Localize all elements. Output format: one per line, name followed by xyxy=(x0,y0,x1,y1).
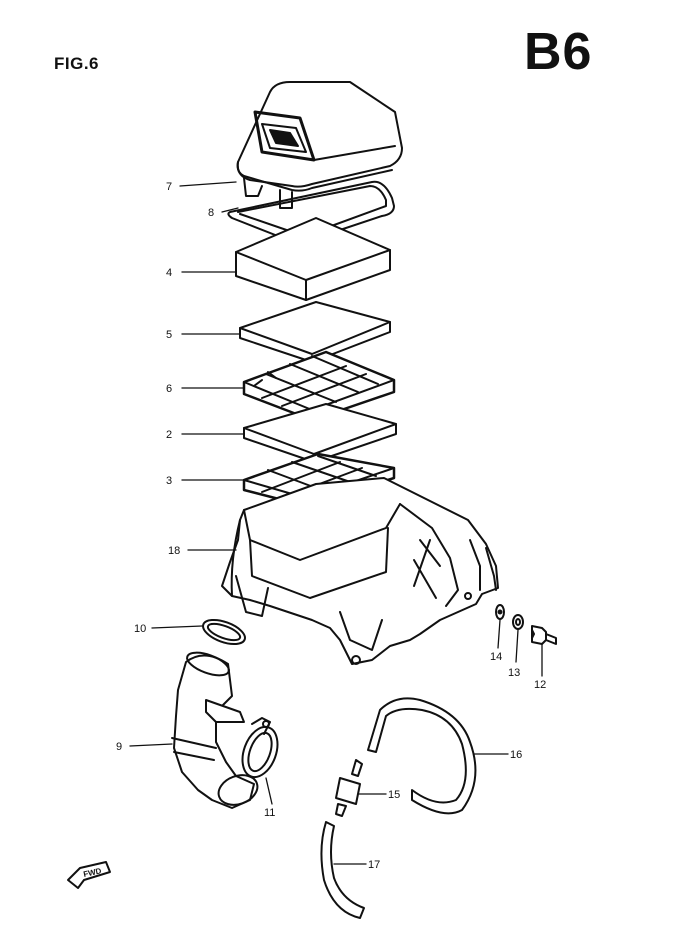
callout-7: 7 xyxy=(166,181,172,193)
filter-sheet-lower-drawing xyxy=(243,403,397,463)
filter-element-drawing xyxy=(235,217,391,301)
hose-joint-drawing xyxy=(335,759,363,817)
washer-14-drawing xyxy=(495,604,505,620)
callout-9: 9 xyxy=(116,741,122,753)
front-arrow-drawing xyxy=(67,861,111,889)
air-cleaner-case-drawing xyxy=(221,477,499,665)
callout-15: 15 xyxy=(388,789,400,801)
callout-5: 5 xyxy=(166,329,172,341)
callout-11: 11 xyxy=(264,807,275,819)
front-marker: FWD xyxy=(83,866,103,879)
section-code: B6 xyxy=(524,23,593,81)
callout-12: 12 xyxy=(534,679,546,691)
callout-13: 13 xyxy=(508,667,520,679)
callout-2: 2 xyxy=(166,429,172,441)
breather-hose-17-drawing xyxy=(320,821,365,919)
callout-8: 8 xyxy=(208,207,214,219)
hose-clamp-drawing xyxy=(241,717,279,779)
figure-label: FIG.6 xyxy=(54,54,100,73)
callout-3: 3 xyxy=(166,475,172,487)
callout-10: 10 xyxy=(134,623,146,635)
o-ring-drawing xyxy=(202,618,246,646)
washer-13-drawing xyxy=(512,614,524,630)
air-cleaner-cap-drawing xyxy=(236,81,403,209)
cap-gasket-drawing xyxy=(227,180,395,245)
callout-6: 6 xyxy=(166,383,172,395)
callout-16: 16 xyxy=(510,749,522,761)
bolt-12-drawing xyxy=(531,625,557,645)
leader-lines xyxy=(129,181,543,865)
breather-hose-16-drawing xyxy=(367,697,477,815)
outlet-pipe-drawing xyxy=(171,651,259,809)
callout-numbers: 7 8 4 5 6 2 3 18 10 9 11 14 13 12 16 15 17 xyxy=(116,181,546,871)
callout-17: 17 xyxy=(368,859,380,871)
filter-sheet-upper-drawing xyxy=(239,301,391,363)
callout-18: 18 xyxy=(168,545,180,557)
element-holder-upper-drawing xyxy=(242,350,396,422)
callout-14: 14 xyxy=(490,651,502,663)
element-holder-lower-drawing xyxy=(242,452,396,508)
callout-4: 4 xyxy=(166,267,172,279)
